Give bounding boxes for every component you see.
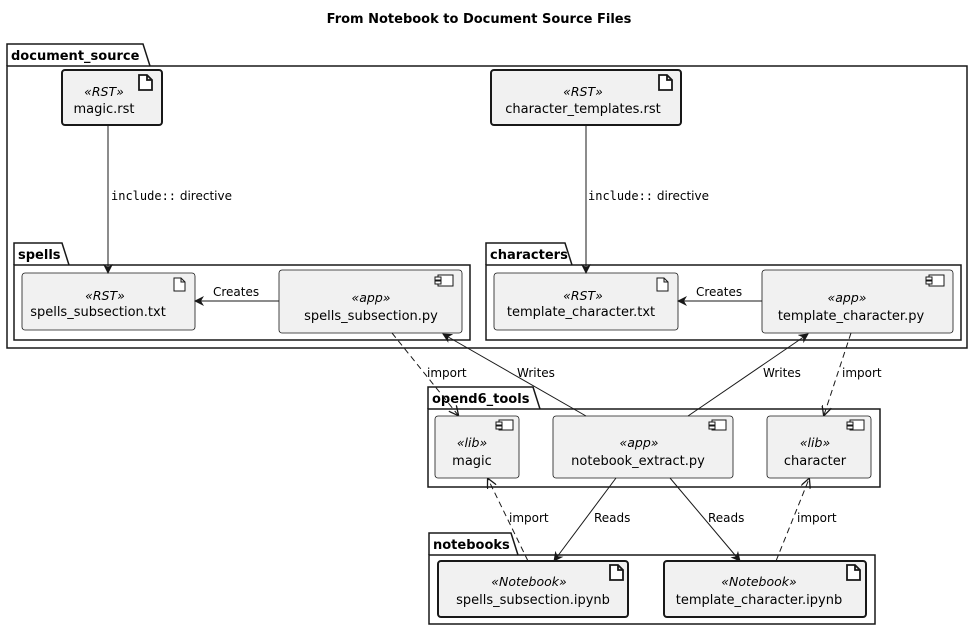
edge-writes-spells: Writes bbox=[442, 333, 587, 417]
package-label-spells: spells bbox=[18, 248, 61, 263]
node-stereotype: «app» bbox=[828, 290, 867, 305]
node-stereotype: «lib» bbox=[457, 435, 487, 450]
component-notebook-extract-py: «app» notebook_extract.py bbox=[552, 415, 734, 479]
edge-include-magic: include:: directive bbox=[103, 125, 232, 274]
component-magic-lib: «lib» magic bbox=[434, 415, 520, 479]
node-name: magic.rst bbox=[74, 102, 135, 117]
package-label-notebooks: notebooks bbox=[433, 538, 510, 553]
edge-label-import: import bbox=[842, 366, 882, 380]
artifact-magic-rst: «RST» magic.rst bbox=[61, 69, 163, 126]
node-name: character_templates.rst bbox=[505, 102, 661, 117]
package-label-opend6-tools: opend6_tools bbox=[432, 392, 530, 407]
document-icon bbox=[173, 277, 186, 292]
component-icon bbox=[925, 274, 945, 287]
node-stereotype: «RST» bbox=[563, 84, 603, 99]
document-icon bbox=[658, 74, 673, 91]
edge-label-import: import bbox=[797, 511, 837, 525]
edge-import-notebook-magic: import bbox=[488, 479, 549, 562]
component-icon bbox=[846, 419, 865, 431]
document-icon bbox=[138, 74, 153, 91]
edge-import-spells-magic: import bbox=[391, 332, 467, 415]
edge-label-include-directive: include:: directive bbox=[111, 189, 232, 203]
document-icon bbox=[846, 564, 861, 581]
artifact-spells-subsection-ipynb: «Notebook» spells_subsection.ipynb bbox=[437, 560, 629, 618]
node-name: spells_subsection.py bbox=[304, 309, 438, 324]
node-stereotype: «RST» bbox=[84, 84, 124, 99]
edge-label-creates: Creates bbox=[213, 285, 259, 299]
node-name: spells_subsection.ipynb bbox=[456, 593, 610, 608]
package-label-document-source: document_source bbox=[11, 49, 140, 64]
component-template-character-py: «app» template_character.py bbox=[761, 269, 954, 334]
edge-label-reads: Reads bbox=[594, 511, 630, 525]
node-stereotype: «Notebook» bbox=[491, 574, 567, 589]
component-spells-subsection-py: «app» spells_subsection.py bbox=[278, 269, 463, 334]
edge-import-notebook-character: import bbox=[775, 479, 837, 562]
node-name: character bbox=[784, 454, 847, 469]
edge-label-writes: Writes bbox=[763, 366, 801, 380]
node-stereotype: «lib» bbox=[800, 435, 830, 450]
component-character-lib: «lib» character bbox=[766, 415, 872, 479]
edge-label-reads: Reads bbox=[708, 511, 744, 525]
node-name: template_character.py bbox=[778, 309, 925, 324]
node-stereotype: «app» bbox=[352, 290, 391, 305]
node-name: notebook_extract.py bbox=[571, 454, 705, 469]
component-icon bbox=[708, 419, 727, 431]
edge-include-characters: include:: directive bbox=[581, 125, 709, 274]
node-name: spells_subsection.txt bbox=[30, 305, 166, 320]
component-icon bbox=[495, 419, 514, 431]
node-stereotype: «RST» bbox=[85, 288, 125, 303]
artifact-character-templates-rst: «RST» character_templates.rst bbox=[490, 69, 682, 126]
artifact-spells-subsection-txt: «RST» spells_subsection.txt bbox=[21, 272, 196, 331]
edge-creates-characters: Creates bbox=[677, 285, 762, 306]
package-label-characters: characters bbox=[490, 248, 568, 263]
artifact-template-character-txt: «RST» template_character.txt bbox=[493, 272, 679, 331]
edge-creates-spells: Creates bbox=[194, 285, 279, 306]
edge-label-import: import bbox=[427, 366, 467, 380]
document-icon bbox=[609, 564, 624, 581]
edge-label-import: import bbox=[509, 511, 549, 525]
node-name: magic bbox=[452, 454, 492, 469]
edge-reads-spells: Reads bbox=[553, 477, 630, 562]
edge-writes-characters: Writes bbox=[687, 333, 809, 417]
node-name: template_character.ipynb bbox=[676, 593, 842, 608]
edge-import-characters-character: import bbox=[824, 332, 882, 415]
artifact-template-character-ipynb: «Notebook» template_character.ipynb bbox=[663, 560, 867, 618]
diagram-title: From Notebook to Document Source Files bbox=[327, 12, 632, 27]
document-icon bbox=[656, 277, 669, 292]
node-name: template_character.txt bbox=[507, 305, 655, 320]
component-icon bbox=[434, 274, 454, 287]
node-stereotype: «app» bbox=[620, 435, 659, 450]
edge-label-include-directive: include:: directive bbox=[588, 189, 709, 203]
edge-label-writes: Writes bbox=[517, 366, 555, 380]
node-stereotype: «Notebook» bbox=[721, 574, 797, 589]
edge-label-creates: Creates bbox=[696, 285, 742, 299]
node-stereotype: «RST» bbox=[563, 288, 603, 303]
edge-reads-characters: Reads bbox=[669, 477, 744, 562]
